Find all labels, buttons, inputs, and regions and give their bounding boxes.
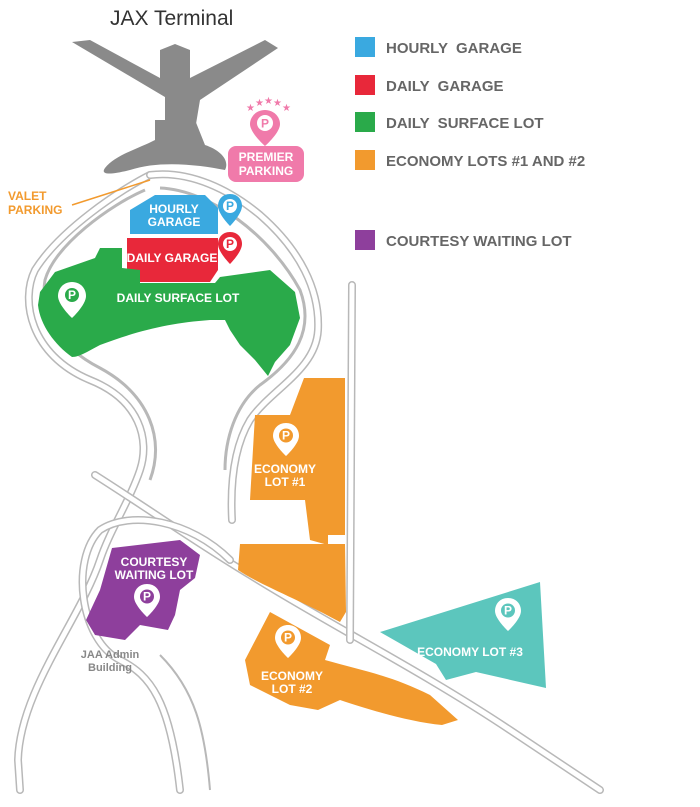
parking-pin-icon: P	[58, 282, 86, 318]
pin-letter: P	[143, 590, 151, 604]
legend-swatch	[355, 112, 375, 132]
terminal-loop-road-east-inner	[147, 171, 321, 523]
parking-pin-icon: P	[218, 194, 242, 226]
admin-loop-road-inner	[80, 517, 233, 793]
parking-pin-icon: P	[134, 584, 160, 617]
economy1-label-line2: LOT #1	[265, 475, 306, 489]
legend: HOURLY GARAGE DAILY GARAGE DAILY SURFACE…	[355, 37, 585, 250]
valet-label-line2: PARKING	[8, 203, 62, 217]
legend-label: DAILY GARAGE	[386, 78, 504, 95]
daily-surface-lot: DAILY SURFACE LOT P	[38, 248, 300, 376]
economy2-label-line1: ECONOMY	[261, 669, 323, 683]
premier-label-line1: PREMIER	[239, 150, 294, 164]
economy1-label-line1: ECONOMY	[254, 462, 316, 476]
admin-label-line2: Building	[88, 662, 132, 674]
hourly-garage: HOURLY GARAGE P	[130, 194, 242, 234]
legend-item-daily-garage: DAILY GARAGE	[355, 75, 504, 95]
admin-label-line1: JAA Admin	[81, 649, 140, 661]
pin-letter: P	[504, 604, 512, 618]
parking-pin-icon: P	[275, 625, 301, 658]
legend-swatch	[355, 150, 375, 170]
courtesy-label-line2: WAITING LOT	[115, 568, 194, 582]
star-icon: ★	[273, 98, 282, 109]
daily-garage: DAILY GARAGE P	[127, 232, 242, 282]
map-title: JAX Terminal	[110, 7, 233, 30]
star-icon: ★	[282, 103, 291, 114]
star-icon: ★	[246, 103, 255, 114]
legend-item-courtesy-waiting-lot: COURTESY WAITING LOT	[355, 230, 572, 250]
premier-badge	[228, 146, 304, 182]
daily-garage-label: DAILY GARAGE	[127, 251, 218, 265]
economy3-label: ECONOMY LOT #3	[417, 645, 523, 659]
legend-item-daily-surface-lot: DAILY SURFACE LOT	[355, 112, 544, 132]
pin-letter: P	[226, 199, 234, 213]
legend-swatch	[355, 230, 375, 250]
premier-parking: ★ ★ ★ ★ ★ P PREMIER PARKING	[228, 96, 304, 182]
economy-lot-3: ECONOMY LOT #3 P	[380, 582, 546, 688]
parking-pin-icon: P	[218, 232, 242, 264]
pin-letter: P	[68, 288, 76, 302]
pin-letter: P	[284, 631, 292, 645]
parking-pin-icon: P	[250, 110, 280, 146]
legend-item-economy-lots: ECONOMY LOTS #1 AND #2	[355, 150, 585, 170]
courtesy-waiting-lot: COURTESY WAITING LOT P	[86, 540, 200, 640]
courtesy-label-line1: COURTESY	[121, 555, 188, 569]
terminal-loop-road-inner	[15, 172, 153, 793]
pin-letter: P	[282, 429, 290, 443]
economy2-label-line2: LOT #2	[272, 682, 313, 696]
legend-label: COURTESY WAITING LOT	[386, 233, 572, 250]
admin-road-2	[159, 654, 211, 791]
economy-lot-1: ECONOMY LOT #1 P	[238, 378, 346, 622]
star-icon: ★	[255, 98, 264, 109]
legend-item-hourly-garage: HOURLY GARAGE	[355, 37, 522, 57]
daily-surface-label: DAILY SURFACE LOT	[117, 291, 240, 305]
hourly-label-line1: HOURLY	[149, 202, 199, 216]
legend-label: DAILY SURFACE LOT	[386, 115, 544, 132]
parking-pin-icon: P	[273, 423, 299, 456]
pin-letter: P	[261, 117, 269, 131]
terminal-building	[72, 40, 278, 174]
parking-pin-icon: P	[495, 598, 521, 631]
economy-lot-2: ECONOMY LOT #2 P	[245, 612, 458, 725]
valet-label-line1: VALET	[8, 189, 47, 203]
premier-label-line2: PARKING	[239, 164, 293, 178]
legend-label: HOURLY GARAGE	[386, 40, 522, 57]
pin-letter: P	[226, 237, 234, 251]
star-icon: ★	[264, 96, 273, 107]
legend-swatch	[355, 37, 375, 57]
east-road-inner	[347, 282, 355, 643]
premier-stars: ★ ★ ★ ★ ★	[246, 96, 291, 114]
legend-label: ECONOMY LOTS #1 AND #2	[386, 153, 585, 170]
valet-pointer	[71, 179, 151, 206]
hourly-label-line2: GARAGE	[148, 215, 201, 229]
legend-swatch	[355, 75, 375, 95]
